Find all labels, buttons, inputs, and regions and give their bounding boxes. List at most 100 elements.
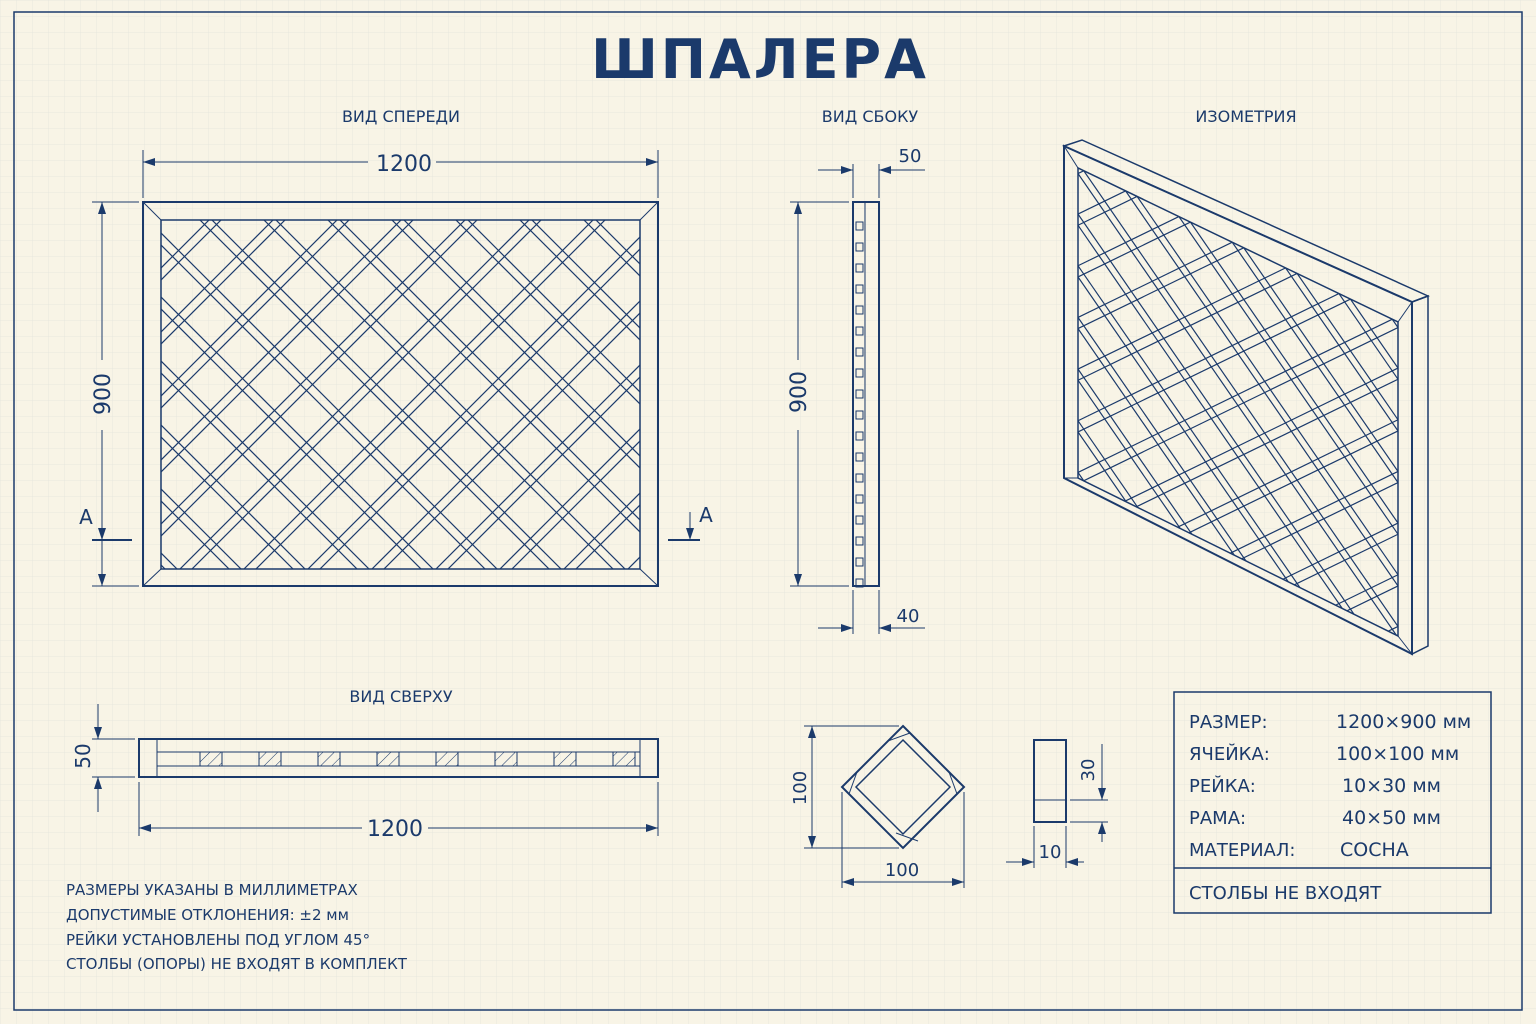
lattice-slat-edge bbox=[467, 220, 640, 393]
lattice-slat-edge bbox=[499, 428, 640, 569]
cell-diamond-outer bbox=[840, 724, 966, 850]
slat-detail: 30 10 bbox=[1006, 739, 1108, 868]
slat-section bbox=[1033, 739, 1067, 823]
top-slat-block bbox=[317, 751, 341, 767]
spec-value-frame: 40×50 мм bbox=[1342, 807, 1441, 829]
iso-slat-edge bbox=[1078, 236, 1350, 456]
top-slat-block bbox=[494, 751, 518, 767]
lattice-slat-edge bbox=[199, 220, 550, 569]
lattice-slat-edge bbox=[161, 308, 422, 569]
slat-height-dimension: 30 bbox=[1078, 759, 1099, 782]
top-slat-block bbox=[199, 751, 223, 767]
front-frame-outer bbox=[142, 201, 659, 587]
side-slat-end bbox=[855, 578, 864, 588]
lattice-slat-edge bbox=[161, 436, 294, 569]
lattice-slat-edge bbox=[161, 244, 486, 569]
cell-height-dimension: 100 bbox=[790, 771, 811, 805]
spec-table: РАЗМЕР: 1200×900 мм ЯЧЕЙКА: 100×100 мм Р… bbox=[1173, 691, 1492, 914]
front-lattice bbox=[161, 220, 640, 569]
lattice-slat-edge bbox=[161, 220, 350, 409]
lattice-slat-edge bbox=[161, 220, 222, 281]
iso-view: ИЗОМЕТРИЯ bbox=[1061, 107, 1430, 656]
front-view-label: ВИД СПЕРЕДИ bbox=[342, 107, 460, 126]
iso-slat-edge bbox=[1179, 370, 1398, 590]
spec-value-slat: 10×30 мм bbox=[1342, 775, 1441, 797]
cell-detail: 100 100 bbox=[790, 724, 966, 888]
iso-slat-edge bbox=[1114, 338, 1398, 559]
lattice-slat-edge bbox=[161, 500, 230, 569]
top-slat-block bbox=[553, 751, 577, 767]
spec-footer: СТОЛБЫ НЕ ВХОДЯТ bbox=[1189, 883, 1382, 904]
lattice-slat-edge bbox=[455, 220, 640, 405]
side-slat-end bbox=[855, 389, 864, 399]
side-slat-end bbox=[855, 326, 864, 336]
side-bottom-dimension: 40 bbox=[897, 606, 920, 627]
lattice-slat-edge bbox=[583, 220, 640, 277]
lattice-slat-edge bbox=[327, 220, 640, 533]
side-view: ВИД СБОКУ 50 900 40 bbox=[787, 107, 925, 634]
iso-slat-edge bbox=[1232, 180, 1398, 636]
lattice-slat-edge bbox=[161, 220, 402, 461]
lattice-slat-edge bbox=[161, 220, 286, 345]
lattice-slat-edge bbox=[243, 220, 594, 569]
iso-slat-edge bbox=[1078, 261, 1398, 482]
side-slat-end bbox=[855, 536, 864, 546]
note-line: РЕЙКИ УСТАНОВЛЕНЫ ПОД УГЛОМ 45° bbox=[66, 930, 370, 949]
iso-slat-edge bbox=[1078, 168, 1190, 379]
lattice-slat-edge bbox=[371, 300, 640, 569]
lattice-slat-edge bbox=[161, 296, 434, 569]
side-frame bbox=[852, 201, 880, 587]
lattice-slat-edge bbox=[191, 220, 542, 569]
iso-slat-edge bbox=[1274, 415, 1398, 636]
iso-slat-edge bbox=[1078, 313, 1398, 533]
notes-block: РАЗМЕРЫ УКАЗАНЫ В МИЛЛИМЕТРАХ ДОПУСТИМЫЕ… bbox=[66, 881, 408, 973]
lattice-slat-edge bbox=[383, 312, 640, 569]
spec-label-material: МАТЕРИАЛ: bbox=[1189, 840, 1295, 861]
side-slat-end bbox=[855, 452, 864, 462]
side-slat-end bbox=[855, 557, 864, 567]
top-view: ВИД СВЕРХУ 50 1200 bbox=[71, 687, 659, 842]
iso-slat-edge bbox=[1078, 168, 1202, 385]
lattice-slat-edge bbox=[339, 220, 640, 521]
iso-slat-edge bbox=[1221, 174, 1398, 636]
iso-slat-edge bbox=[1126, 344, 1398, 564]
lattice-slat-edge bbox=[531, 220, 640, 329]
lattice-slat-edge bbox=[519, 220, 640, 341]
side-slat-end bbox=[855, 263, 864, 273]
side-slat-end bbox=[855, 368, 864, 378]
lattice-slat-edge bbox=[575, 504, 640, 569]
iso-slat-edge bbox=[1078, 184, 1244, 405]
spec-label-slat: РЕЙКА: bbox=[1189, 775, 1256, 797]
spec-label-frame: РАМА: bbox=[1189, 808, 1246, 829]
sheet-border bbox=[13, 11, 1523, 1011]
lattice-slat-edge bbox=[275, 220, 626, 569]
side-slat-end bbox=[855, 515, 864, 525]
spec-label-cell: ЯЧЕЙКА: bbox=[1189, 743, 1270, 765]
slat-width-dimension: 10 bbox=[1039, 842, 1062, 863]
lattice-slat-edge bbox=[447, 376, 640, 569]
lattice-slat-edge bbox=[563, 492, 640, 569]
front-height-dimension: 900 bbox=[91, 373, 116, 415]
iso-slat-edge bbox=[1078, 168, 1244, 620]
lattice-slat-edge bbox=[255, 220, 606, 569]
spec-label-size: РАЗМЕР: bbox=[1189, 712, 1268, 733]
spec-value-cell: 100×100 мм bbox=[1336, 743, 1459, 765]
lattice-slat-edge bbox=[161, 232, 498, 569]
lattice-slat-edge bbox=[391, 220, 640, 469]
lattice-slat-edge bbox=[319, 248, 640, 569]
top-slat-block bbox=[612, 751, 636, 767]
note-line: РАЗМЕРЫ УКАЗАНЫ В МИЛЛИМЕТРАХ bbox=[66, 881, 358, 899]
top-slat-block bbox=[376, 751, 400, 767]
lattice-slat-edge bbox=[161, 360, 370, 569]
top-slat-block bbox=[258, 751, 282, 767]
iso-slat-edge bbox=[1078, 168, 1255, 626]
note-line: ДОПУСТИМЫЕ ОТКЛОНЕНИЯ: ±2 мм bbox=[66, 906, 349, 924]
iso-slat-edge bbox=[1078, 168, 1202, 600]
top-frame bbox=[138, 738, 659, 778]
iso-slat-edge bbox=[1078, 241, 1362, 462]
iso-slat-edge bbox=[1274, 200, 1398, 636]
iso-slat-edge bbox=[1167, 364, 1398, 584]
side-slat-end bbox=[855, 221, 864, 231]
side-slat-end bbox=[855, 410, 864, 420]
